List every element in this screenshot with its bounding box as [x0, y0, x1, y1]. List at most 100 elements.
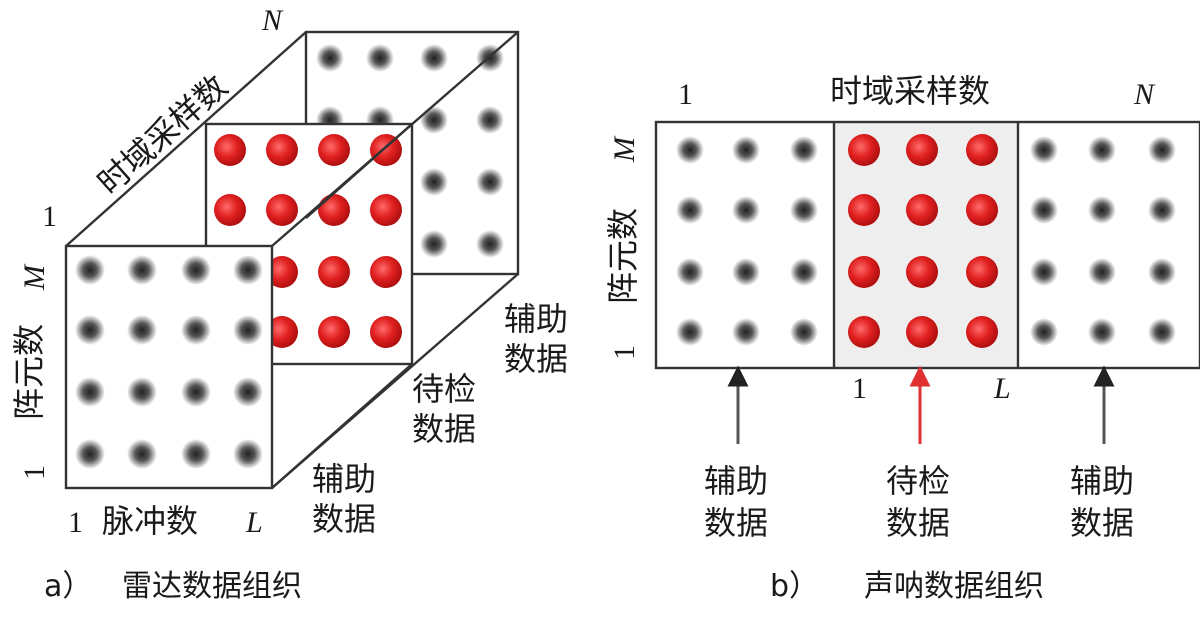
label-b-aux-right-2: 数据	[1070, 504, 1134, 542]
label-a-aux-front-1: 辅助	[312, 460, 376, 498]
front-dot-r2-c3	[233, 377, 263, 407]
front-dot-r1-c3	[233, 315, 263, 345]
aux-dot-b-r2-c2	[790, 258, 818, 286]
test-dot-b-r0-c4	[906, 134, 938, 166]
label-b-aux-right-1: 辅助	[1070, 462, 1134, 500]
test-dot-a-r2-c1	[266, 256, 298, 288]
test-dot-a-r3-c3	[370, 316, 402, 348]
front-dot-r0-c3	[233, 255, 263, 285]
front-dot-r0-c2	[181, 255, 211, 285]
axis-a-pulse-end: L	[245, 506, 263, 539]
aux-dot-b-r0-c0	[676, 136, 704, 164]
test-dot-b-r1-c3	[848, 194, 880, 226]
aux-dot-b-r1-c8	[1148, 196, 1176, 224]
axis-a-time-end: N	[261, 4, 284, 37]
axis-b-elements-label: 阵元数	[604, 208, 642, 304]
cube-edge-mid-top	[305, 123, 413, 219]
front-dot-r2-c0	[75, 377, 105, 407]
front-dot-r1-c0	[75, 315, 105, 345]
aux-dot-b-r1-c2	[790, 196, 818, 224]
label-a-aux-front-2: 数据	[312, 500, 376, 538]
aux-dot-b-r3-c8	[1148, 318, 1176, 346]
aux-dot-b-r2-c6	[1030, 258, 1058, 286]
back-dot-r0-c0	[316, 44, 344, 72]
axis-a-pulse-start: 1	[68, 506, 83, 539]
front-dot-r0-c1	[127, 255, 157, 285]
test-dot-a-r3-c1	[266, 316, 298, 348]
back-dot-r0-c1	[366, 44, 394, 72]
aux-dot-b-r3-c6	[1030, 318, 1058, 346]
label-b-test-2: 数据	[886, 504, 950, 542]
back-dot-r2-c2	[420, 168, 448, 196]
label-b-aux-left-1: 辅助	[704, 462, 768, 500]
test-dot-a-r1-c2	[318, 194, 350, 226]
test-dot-b-r1-c4	[906, 194, 938, 226]
test-dot-a-r2-c3	[370, 256, 402, 288]
test-range-end: L	[993, 372, 1011, 405]
test-dot-b-r2-c4	[906, 256, 938, 288]
aux-dot-b-r3-c1	[732, 318, 760, 346]
aux-dot-b-r1-c0	[676, 196, 704, 224]
test-dot-a-r0-c3	[370, 134, 402, 166]
test-dot-b-r3-c4	[906, 316, 938, 348]
aux-dot-b-r2-c8	[1148, 258, 1176, 286]
front-face-dots	[75, 255, 263, 469]
aux-dot-b-r1-c6	[1030, 196, 1058, 224]
panel-b-sonar-grid: 1 时域采样数 N 阵元数 M 1 1 L 辅助 数据 待检 数据 辅助 数据 …	[604, 72, 1200, 604]
test-dot-b-r0-c5	[966, 134, 998, 166]
test-dot-b-r3-c5	[966, 316, 998, 348]
test-dot-b-r0-c3	[848, 134, 880, 166]
test-dot-a-r1-c0	[214, 194, 246, 226]
aux-dot-b-r3-c7	[1088, 318, 1116, 346]
front-dot-r2-c1	[127, 377, 157, 407]
axis-b-elements-end: M	[608, 135, 641, 163]
aux-dot-b-r1-c7	[1088, 196, 1116, 224]
back-dot-r1-c3	[476, 106, 504, 134]
test-dot-a-r2-c2	[318, 256, 350, 288]
front-dot-r2-c2	[181, 377, 211, 407]
caption-a-letter: a）	[44, 569, 92, 604]
label-b-aux-left-2: 数据	[704, 504, 768, 542]
label-a-test-2: 数据	[412, 410, 476, 448]
axis-b-time-end: N	[1133, 78, 1156, 111]
front-dot-r3-c1	[127, 439, 157, 469]
test-dot-b-r3-c3	[848, 316, 880, 348]
aux-dot-b-r2-c7	[1088, 258, 1116, 286]
caption-b: 声呐数据组织	[864, 569, 1044, 604]
test-dot-a-r0-c1	[266, 134, 298, 166]
test-dot-b-r2-c3	[848, 256, 880, 288]
back-dot-r0-c2	[420, 44, 448, 72]
label-a-aux-back-2: 数据	[504, 340, 568, 378]
test-dot-a-r3-c2	[318, 316, 350, 348]
axis-a-elements-label: 阵元数	[10, 324, 48, 420]
aux-dot-b-r0-c2	[790, 136, 818, 164]
sonar-dots	[676, 134, 1176, 348]
axis-a-elements-start: 1	[18, 465, 51, 480]
front-dot-r0-c0	[75, 255, 105, 285]
label-b-test-1: 待检	[886, 462, 950, 500]
front-dot-r3-c2	[181, 439, 211, 469]
front-dot-r3-c0	[75, 439, 105, 469]
test-dot-a-r1-c1	[266, 194, 298, 226]
test-range-start: 1	[852, 372, 867, 405]
axis-a-elements-end: M	[18, 263, 51, 291]
back-dot-r1-c2	[420, 106, 448, 134]
aux-dot-b-r0-c1	[732, 136, 760, 164]
axis-b-time-label: 时域采样数	[830, 72, 990, 110]
front-dot-r1-c2	[181, 315, 211, 345]
front-dot-r1-c1	[127, 315, 157, 345]
back-dot-r2-c3	[476, 168, 504, 196]
test-dot-a-r0-c2	[318, 134, 350, 166]
aux-dot-b-r0-c8	[1148, 136, 1176, 164]
caption-a: 雷达数据组织	[122, 569, 302, 604]
panel-a-radar-cube: 时域采样数 N 1 阵元数 M 1 1 脉冲数 L 辅助 数据 待检 数据 辅助…	[10, 4, 568, 604]
aux-dot-b-r0-c6	[1030, 136, 1058, 164]
axis-a-pulse-label: 脉冲数	[102, 502, 198, 540]
test-dot-b-r1-c5	[966, 194, 998, 226]
aux-dot-b-r3-c0	[676, 318, 704, 346]
aux-dot-b-r2-c0	[676, 258, 704, 286]
axis-b-time-start: 1	[678, 78, 693, 111]
aux-dot-b-r1-c1	[732, 196, 760, 224]
back-dot-r3-c3	[476, 230, 504, 258]
